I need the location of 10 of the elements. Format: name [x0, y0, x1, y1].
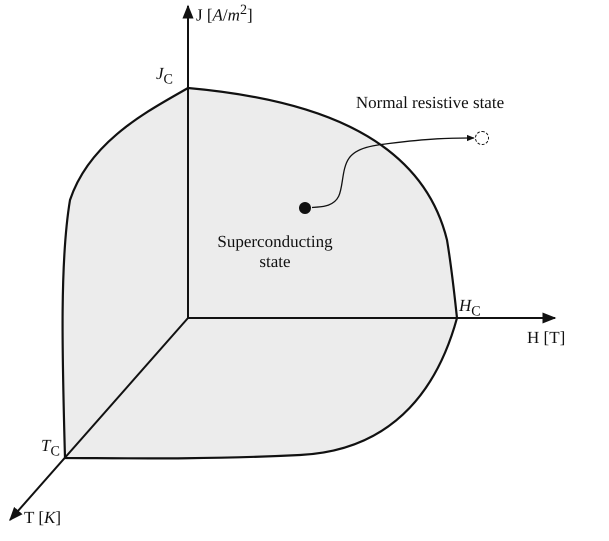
critical-value-label: J$_{C}$ — [156, 64, 173, 88]
state-point-circle — [475, 131, 489, 145]
axis-label: J [A/m$^{2}$] — [196, 2, 253, 26]
state-label: Normal resistive state — [355, 93, 505, 114]
critical-value-label: H$_{C}$ — [459, 296, 481, 320]
state-label: Superconducting state — [216, 232, 334, 273]
critical-value-label: T$_{C}$ — [41, 436, 60, 460]
curved-arrow — [312, 134, 475, 208]
axis-label: H [T] — [527, 328, 566, 348]
axis-label: T [K] — [24, 508, 62, 528]
